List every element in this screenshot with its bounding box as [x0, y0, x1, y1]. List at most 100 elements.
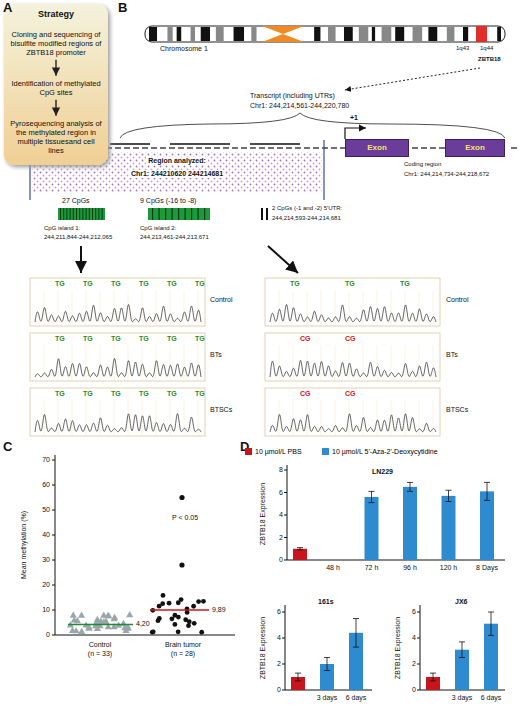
- drawing-line: [323, 140, 324, 200]
- chromosome-band: [210, 27, 216, 41]
- drawing-line: [114, 290, 115, 326]
- control-point: [124, 625, 131, 631]
- gene-line: [286, 147, 292, 148]
- chromosome-band: [344, 27, 353, 41]
- coding-label: Chr1: 244,214,734-244,218,672: [404, 171, 489, 178]
- band-name: 1q44: [480, 45, 493, 52]
- error-bar: [369, 491, 375, 502]
- axis-tick: 0: [46, 631, 50, 639]
- error-bar: [353, 619, 359, 648]
- gene-line: [322, 147, 328, 148]
- drawing-line: [293, 345, 294, 381]
- drawing-rect: [148, 208, 210, 220]
- drawing-line: [417, 638, 420, 639]
- gene-line: [151, 147, 157, 148]
- drawing-rect: [95, 208, 96, 220]
- drawing-line: [170, 290, 171, 326]
- legend-swatch: [322, 448, 329, 455]
- axis-tick: 0: [279, 556, 283, 564]
- gene-line: [430, 147, 436, 148]
- group-label: (n = 28): [171, 650, 195, 658]
- drawing-line: [293, 400, 294, 436]
- drawing-line: [321, 290, 322, 326]
- node-text: Exon: [367, 143, 387, 153]
- node-text: Cloning and sequencing of bisulfite modi…: [9, 30, 103, 57]
- tumor-point: [176, 615, 181, 620]
- tumor-point: [201, 599, 206, 604]
- chromosome-band: [382, 27, 392, 41]
- drawing-line: [44, 345, 45, 381]
- base-call: TG: [167, 390, 177, 398]
- base-call: TG: [195, 335, 205, 343]
- drawing-line: [52, 460, 55, 461]
- error-bar: [484, 482, 490, 500]
- cpg-island: 244,211,844-244,212,065: [44, 234, 112, 241]
- chromosome-band: [437, 27, 446, 41]
- drawing-path: [287, 465, 505, 560]
- axis-tick: 72 h: [365, 564, 379, 572]
- drawing-line: [58, 400, 59, 436]
- axis-tick: 60: [42, 481, 50, 489]
- drawing-line: [417, 612, 420, 613]
- axis-tick: 6: [279, 489, 283, 497]
- legend-item: 10 µmol/L PBS: [245, 448, 302, 456]
- drawing-rect: [89, 208, 90, 220]
- cpg-island: CpG island 1:: [44, 225, 80, 232]
- p-value: P < 0.05: [172, 514, 198, 522]
- bar: [403, 487, 417, 560]
- gene-line: [241, 147, 247, 148]
- gene-line: [268, 147, 274, 148]
- chromosome-band: [167, 27, 172, 41]
- gene-name: ZBTB18: [478, 56, 501, 63]
- tumor-point: [179, 597, 184, 602]
- drawing-line: [377, 345, 378, 381]
- drawing-line: [72, 400, 73, 436]
- base-call: TG: [139, 335, 149, 343]
- drawing-line: [86, 345, 87, 381]
- drawing-path: [120, 113, 505, 138]
- gene-line: [124, 147, 130, 148]
- drawing-line: [52, 485, 55, 486]
- base-call: TG: [290, 280, 300, 288]
- axis-tick: 4: [279, 511, 283, 519]
- control-point: [105, 612, 112, 618]
- drawing-rect: [76, 208, 77, 220]
- chromosome-band: [375, 27, 381, 41]
- axis-tick: 20: [42, 581, 50, 589]
- drawing-line: [363, 290, 364, 326]
- chromosome-band: [309, 27, 315, 41]
- drawing-rect: [98, 208, 99, 220]
- pyrogram-trace: [35, 304, 201, 322]
- drawing-line: [377, 400, 378, 436]
- tumor-point: [192, 621, 197, 626]
- drawing-rect: [266, 208, 268, 220]
- sample-name: Control: [210, 296, 233, 304]
- chromosome-band: [463, 27, 468, 41]
- chromosome-band: [336, 27, 344, 41]
- drawing-path: [55, 455, 235, 635]
- drawing-line: [184, 345, 185, 381]
- drawing-polygon: [262, 34, 304, 42]
- gene-line: [313, 147, 319, 148]
- cell-line: LN229: [372, 468, 393, 476]
- chromosome-band: [173, 27, 177, 41]
- transcript-label: Chr1: 244,214,561-244,220,780: [250, 102, 349, 110]
- strategy-step: Identification of methylated CpG sites: [9, 79, 103, 97]
- sample-name: BTSCs: [210, 406, 232, 414]
- drawing-rect: [86, 208, 87, 220]
- tumor-point: [187, 619, 192, 624]
- gene-line: [295, 147, 301, 148]
- control-point: [111, 615, 118, 621]
- group-label: (n = 33): [88, 650, 112, 658]
- drawing-g: [149, 27, 501, 41]
- gene-line: [115, 147, 121, 148]
- control-point: [104, 612, 111, 618]
- node-text: Exon: [465, 143, 485, 153]
- gene-line: [142, 147, 148, 148]
- chromosome-band: [191, 27, 196, 41]
- drawing-line: [284, 560, 287, 561]
- base-call: TG: [195, 280, 205, 288]
- tumor-point: [150, 630, 155, 635]
- axis-title: ZBTB18 Expression: [259, 483, 267, 545]
- drawing-line: [284, 537, 287, 538]
